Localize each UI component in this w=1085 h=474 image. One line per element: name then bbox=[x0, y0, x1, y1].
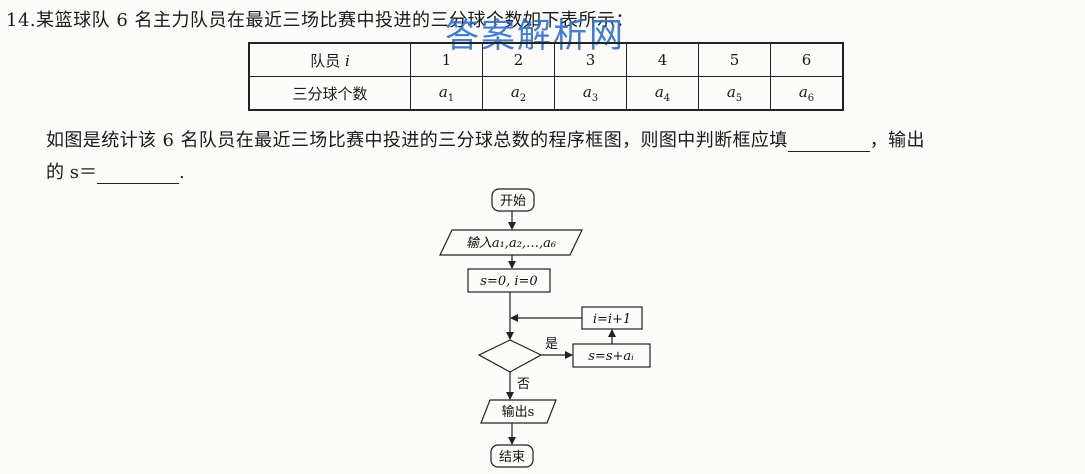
start-terminal bbox=[491, 188, 535, 212]
table-row: 三分球个数 a1 a2 a3 a4 a5 a6 bbox=[248, 76, 844, 111]
table-cell: a3 bbox=[554, 76, 627, 111]
problem-intro-text: 某篮球队 6 名主力队员在最近三场比赛中投进的三分球个数如下表所示： bbox=[36, 10, 635, 31]
no-label: 否 bbox=[517, 377, 530, 392]
yes-label: 是 bbox=[545, 337, 558, 352]
init-label: s=0, i=0 bbox=[480, 274, 537, 289]
table-cell: a5 bbox=[698, 76, 771, 111]
input-box bbox=[439, 229, 583, 256]
question-line-1: 如图是统计该 6 名队员在最近三场比赛中投进的三分球总数的程序框图，则图中判断框… bbox=[46, 130, 925, 152]
end-label: 结束 bbox=[499, 450, 525, 465]
increment-label: i=i+1 bbox=[593, 312, 631, 327]
output-box bbox=[480, 399, 557, 424]
problem-number: 14. bbox=[6, 10, 37, 31]
accumulate-label: s=s+aᵢ bbox=[588, 349, 634, 364]
table-cell: a2 bbox=[482, 76, 555, 111]
init-box bbox=[467, 268, 551, 293]
three-point-table: 队员 i 1 2 3 4 5 6 三分球个数 a1 a2 a3 a4 a5 a6 bbox=[248, 42, 844, 111]
input-label: 输入a₁,a₂,…,a₆ bbox=[466, 236, 556, 251]
decision-diamond bbox=[477, 339, 543, 373]
problem-intro: 14.某篮球队 6 名主力队员在最近三场比赛中投进的三分球个数如下表所示： bbox=[6, 6, 634, 32]
answer-blank-condition[interactable] bbox=[787, 133, 870, 152]
question-line-2: 的 s＝. bbox=[46, 162, 185, 184]
table-cell: 4 bbox=[626, 42, 699, 77]
table-cell: a6 bbox=[770, 76, 844, 111]
table-cell: a4 bbox=[626, 76, 699, 111]
start-label: 开始 bbox=[500, 194, 526, 209]
end-terminal bbox=[490, 444, 534, 468]
output-label: 输出s bbox=[502, 404, 535, 420]
table-cell: 6 bbox=[770, 42, 844, 77]
table-header-count: 三分球个数 bbox=[248, 76, 411, 111]
answer-blank-output[interactable] bbox=[96, 165, 179, 184]
table-cell: a1 bbox=[410, 76, 483, 111]
table-header-player: 队员 i bbox=[248, 42, 411, 77]
